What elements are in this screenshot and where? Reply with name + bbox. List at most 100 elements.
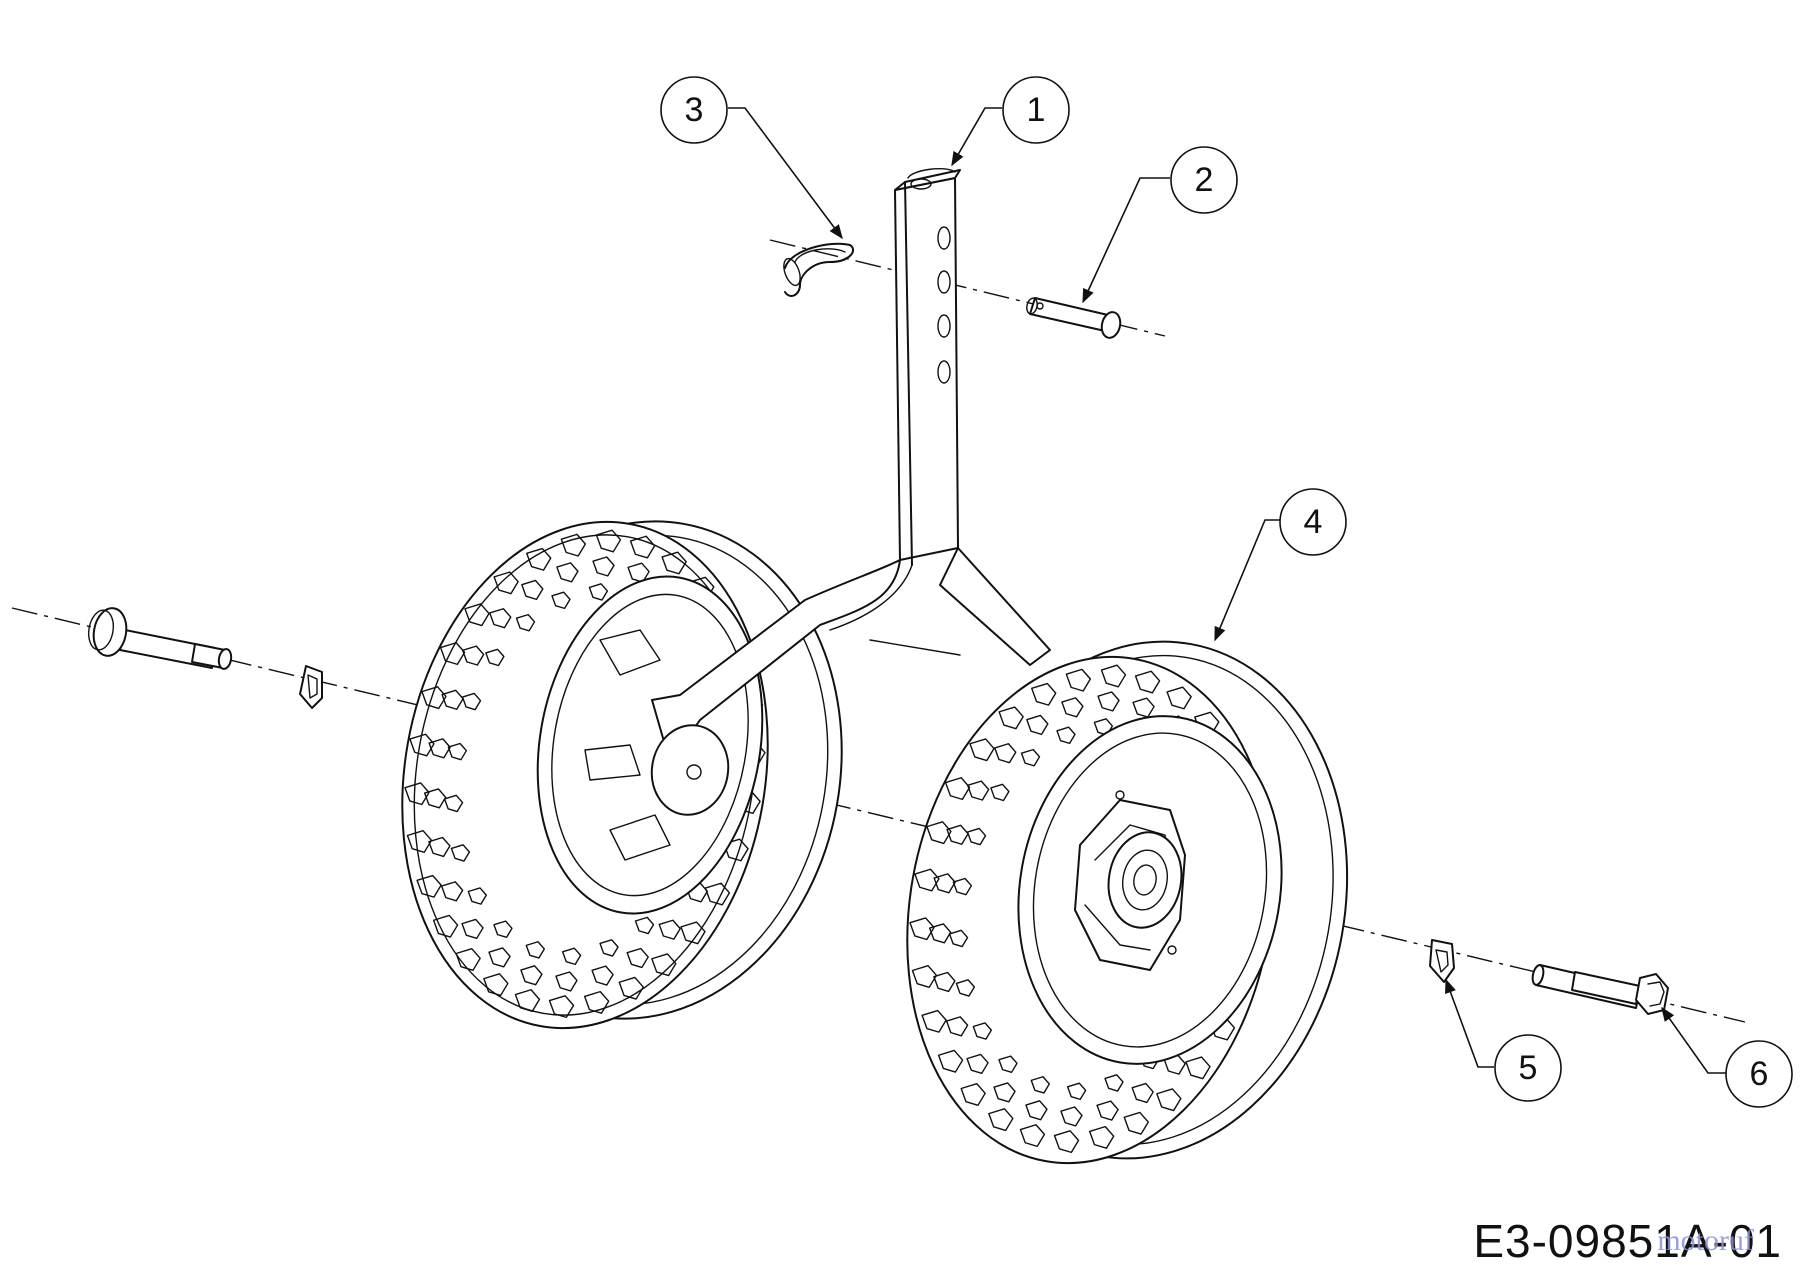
- tread-block: [595, 529, 622, 553]
- svg-text:1: 1: [1027, 91, 1046, 129]
- tread-block: [461, 918, 484, 940]
- tread-block: [1156, 1088, 1182, 1112]
- tread-block: [680, 921, 706, 945]
- callout-3: 3: [660, 76, 843, 240]
- tread-block: [443, 794, 464, 813]
- tread-block: [1066, 1082, 1087, 1101]
- tread-block: [993, 1082, 1016, 1103]
- pin-center-line: [769, 239, 1166, 337]
- tread-block: [521, 579, 544, 601]
- tread-block: [704, 882, 731, 906]
- tread-block: [1020, 748, 1041, 767]
- tread-block: [447, 742, 468, 761]
- svg-text:2: 2: [1195, 161, 1214, 199]
- tread-block: [488, 947, 511, 968]
- tread-block: [972, 1022, 993, 1040]
- tread-block: [1053, 1130, 1080, 1154]
- tread-block: [1166, 686, 1192, 710]
- tread-block: [514, 989, 541, 1013]
- tread-block: [966, 827, 987, 846]
- tread-block: [911, 965, 938, 989]
- wheel-bracket: [650, 168, 1051, 816]
- tread-block: [1104, 1074, 1124, 1092]
- tread-block: [1065, 668, 1092, 692]
- tread-block: [921, 1009, 947, 1033]
- right-shoulder-bolt: [1531, 964, 1669, 1015]
- tread-block: [969, 738, 995, 762]
- tread-block: [455, 948, 481, 972]
- tread-block: [556, 562, 579, 583]
- tread-block: [515, 613, 536, 632]
- tread-block: [485, 648, 505, 667]
- tread-block: [493, 920, 513, 939]
- tread-block: [1100, 664, 1127, 688]
- tread-block: [404, 782, 430, 806]
- tread-block: [629, 535, 656, 559]
- tread-block: [661, 551, 687, 575]
- tread-block: [658, 919, 681, 940]
- right-washer: [1429, 939, 1455, 983]
- tread-block: [723, 838, 749, 862]
- tread-block: [948, 929, 969, 948]
- tread-block: [1031, 682, 1057, 706]
- tread-block: [933, 971, 956, 993]
- tread-block: [1096, 1100, 1119, 1121]
- tread-block: [933, 873, 956, 894]
- tread-block: [441, 689, 464, 710]
- svg-text:6: 6: [1750, 1055, 1769, 1093]
- tread-block: [966, 1053, 989, 1075]
- tread-block: [998, 1055, 1018, 1074]
- tread-block: [909, 917, 935, 941]
- tread-block: [467, 887, 488, 905]
- left-shoulder-bolt: [87, 607, 233, 670]
- tread-block: [561, 947, 582, 966]
- tread-block: [1123, 1111, 1149, 1135]
- tread-block: [483, 973, 509, 997]
- left-wheel: [401, 520, 843, 1030]
- tread-block: [914, 868, 940, 892]
- tread-block: [1061, 697, 1084, 718]
- tread-block: [634, 916, 655, 935]
- watermark-logo: motoruf: [1657, 1224, 1754, 1257]
- tread-block: [998, 706, 1024, 730]
- hitch-pin-clip: [783, 242, 855, 297]
- left-washer: [299, 665, 323, 709]
- callout-6: 6: [1661, 1006, 1793, 1108]
- tread-block: [583, 990, 610, 1014]
- tread-block: [945, 1016, 969, 1037]
- callout-2: 2: [1082, 146, 1238, 304]
- tread-block: [440, 881, 464, 902]
- tread-block: [406, 830, 433, 854]
- tread-block: [493, 571, 519, 595]
- tread-block: [428, 738, 451, 759]
- tread-block: [1097, 691, 1120, 712]
- axle-center-line: [11, 607, 1746, 1023]
- tread-block: [1060, 1106, 1083, 1127]
- tread-block: [548, 995, 575, 1019]
- tread-block: [988, 1108, 1014, 1132]
- tread-block: [1056, 726, 1076, 745]
- tread-block: [599, 939, 619, 957]
- callout-5: 5: [1445, 978, 1562, 1102]
- svg-text:4: 4: [1304, 503, 1323, 541]
- tread-block: [1030, 1076, 1050, 1094]
- tread-block: [1131, 1082, 1154, 1104]
- tread-block: [966, 780, 990, 801]
- tread-block: [591, 965, 614, 986]
- tread-block: [960, 1083, 986, 1106]
- svg-text:5: 5: [1519, 1049, 1538, 1087]
- tread-block: [416, 874, 442, 898]
- drawing-code-label: E3-09851A-01: [1473, 1215, 1782, 1267]
- tread-block: [651, 953, 677, 977]
- tread-block: [409, 733, 435, 757]
- tread-block: [428, 836, 451, 858]
- tread-block: [1134, 670, 1161, 694]
- tread-block: [461, 692, 482, 711]
- tread-block: [937, 1049, 964, 1073]
- tread-block: [1088, 1125, 1115, 1149]
- tread-block: [618, 976, 644, 1000]
- tread-block: [990, 783, 1010, 802]
- tread-block: [555, 971, 578, 992]
- tread-block: [592, 556, 615, 577]
